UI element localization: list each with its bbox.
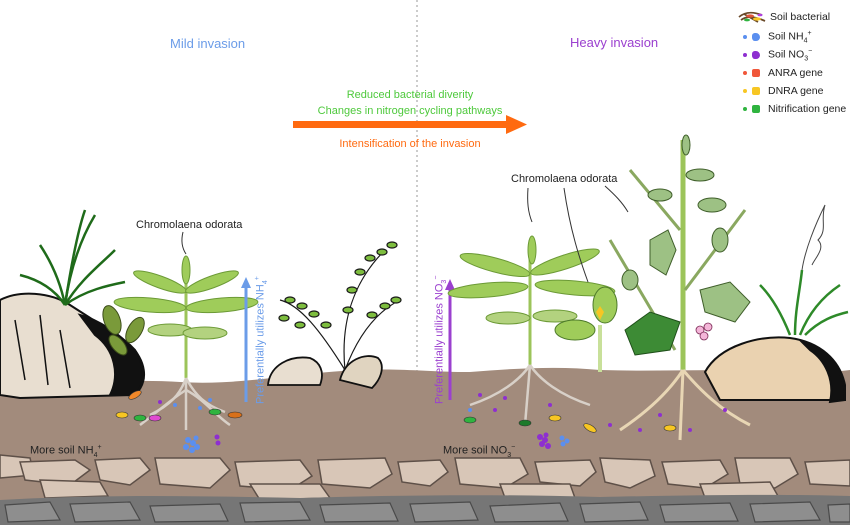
legend-item-nitrification: Nitrification gene (738, 102, 846, 116)
species-label-heavy: Chromolaena odorata (511, 173, 618, 185)
more-nh4-sup: + (97, 444, 102, 451)
stone-layer (0, 454, 850, 501)
soil-nh4-cluster-left (183, 435, 200, 453)
dnra-gene-icon (752, 87, 760, 95)
legend-item-anra: ANRA gene (738, 66, 823, 80)
nh4-uptake-label: Preferentially utilizes NH4+ (254, 276, 269, 404)
legend-label-soil-bacteria: Soil bacterial (770, 11, 831, 23)
nh4-uptake-text: Preferentially utilizes NH (254, 284, 267, 404)
nitrogen-cycling-text: Changes in nitrogen cycling pathways (317, 105, 503, 117)
no3-legend-sup: − (808, 47, 813, 55)
anra-gene-icon (752, 69, 760, 77)
legend-label-nitrification: Nitrification gene (768, 103, 847, 115)
heavy-invasion-title: Heavy invasion (570, 35, 659, 50)
fern-plant (278, 241, 402, 371)
nh4-superscript: + (254, 276, 261, 281)
soil-no3-cluster-right (537, 432, 551, 449)
no3-dot-icon (743, 53, 747, 57)
no3-legend-sub: 3 (804, 55, 809, 63)
more-no3-sub: 3 (507, 451, 512, 459)
nh4-uptake-arrow (241, 277, 251, 402)
anra-dot-icon (743, 71, 747, 75)
no3-subscript: 3 (440, 279, 448, 284)
nh4-legend-sup: + (807, 29, 812, 37)
nh4-legend-sub: 4 (803, 37, 808, 45)
right-rock (703, 336, 847, 404)
more-no3-sup: − (511, 444, 516, 451)
legend-label-dnra: DNRA gene (768, 85, 824, 97)
soil-no3-left (214, 434, 221, 446)
grass-plume (801, 204, 826, 271)
no3-superscript: − (433, 275, 440, 280)
nh4-dot-icon (743, 35, 747, 39)
more-nh4-text: More soil NH (30, 444, 94, 457)
more-soil-nh4-label: More soil NH4+ (30, 444, 102, 459)
palm-plant (19, 209, 126, 307)
soil-bacteria-icon (738, 11, 766, 23)
nitrification-gene-icon (752, 105, 760, 113)
no3-legend-text: Soil NO (768, 48, 805, 61)
no3-uptake-label: Preferentially utilizes NO3− (433, 276, 448, 404)
nh4-subscript: 4 (261, 280, 269, 285)
more-nh4-sub: 4 (93, 451, 98, 459)
chromolaena-mild (113, 255, 259, 430)
mild-invasion-title: Mild invasion (170, 36, 246, 51)
grass-right (759, 269, 849, 336)
ammonium-icon (752, 33, 760, 41)
nitrate-icon (752, 51, 760, 59)
nitrification-dot-icon (743, 107, 747, 111)
legend-item-no3: Soil NO3− (738, 48, 812, 62)
nh4-legend-text: Soil NH (768, 30, 804, 43)
chromolaena-seedling (554, 286, 618, 372)
dnra-dot-icon (743, 89, 747, 93)
soil-nh4-right (559, 435, 570, 447)
legend-label-nh4: Soil NH4+ (768, 30, 812, 45)
more-no3-text: More soil NO (443, 444, 508, 457)
bacterial-diversity-text: Reduced bacterial diverity (346, 89, 474, 101)
more-soil-no3-label: More soil NO3− (443, 444, 515, 459)
invasion-arrow (293, 115, 527, 134)
no3-uptake-arrow (445, 279, 455, 400)
left-rock (0, 292, 145, 400)
center-rocks (267, 355, 383, 389)
nutrient-dots (158, 393, 727, 432)
small-shrub-left (102, 305, 145, 356)
soil-bacteria (115, 390, 677, 433)
chromolaena-tall (608, 134, 751, 441)
legend-item-nh4: Soil NH4+ (738, 30, 812, 44)
no3-uptake-text: Preferentially utilizes NO (433, 283, 446, 404)
legend-item-dnra: DNRA gene (738, 84, 823, 98)
invasion-intensification-text: Intensification of the invasion (339, 138, 481, 150)
species-label-mild: Chromolaena odorata (136, 219, 243, 231)
bedrock-stones (4, 501, 850, 523)
legend-item-soil-bacteria: Soil bacterial (738, 10, 830, 24)
legend-label-anra: ANRA gene (768, 67, 823, 79)
legend-label-no3: Soil NO3− (768, 48, 812, 63)
